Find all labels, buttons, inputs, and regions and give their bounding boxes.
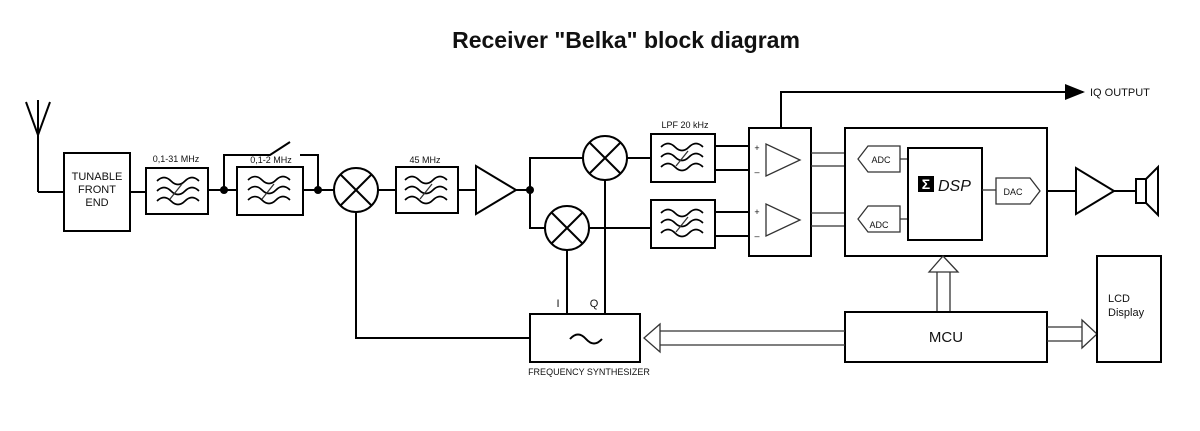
mixer-i [582,135,628,181]
first-mixer [333,167,379,213]
if-filter-label: 45 MHz [409,155,441,165]
mixer-q [544,205,590,251]
frequency-synthesizer-block [529,313,641,363]
if-filter [395,166,459,214]
adc-1: ADC [871,155,891,165]
lcd-display-block: LCD Display [1096,255,1162,363]
bandpass-filter-1 [145,167,209,215]
tunable-front-end-block: TUNABLE FRONT END [63,152,131,232]
i-label: I [556,298,559,310]
svg-text:END: END [85,197,108,209]
mcu-block: MCU [844,311,1048,363]
dsp-subsystem: ADC ADC Σ DSP DAC [844,127,1048,257]
bandpass-filter-2 [236,166,304,216]
svg-text:+: + [754,207,759,217]
q-label: Q [590,298,599,310]
svg-text:FRONT: FRONT [78,184,116,196]
audio-amplifier [1075,166,1116,216]
svg-text:+: + [754,143,759,153]
speaker-icon [1135,164,1159,218]
lpf-q [650,199,716,249]
dsp-sigma-icon: Σ [922,176,930,192]
lpf-i [650,133,716,183]
svg-text:–: – [754,231,759,241]
adc-2: ADC [869,220,889,230]
bypass-switch [223,141,319,190]
diagram-title: Receiver "Belka" block diagram [452,27,800,53]
bpf2-label: 0,1-2 MHz [250,155,292,165]
dac-block: DAC [1003,187,1023,197]
lpf-label: LPF 20 kHz [661,120,709,130]
svg-text:LCD: LCD [1108,293,1130,305]
mcu-label: MCU [929,329,963,346]
antenna-icon [25,100,51,192]
iq-output-label: IQ OUTPUT [1090,87,1150,99]
if-amplifier [475,164,518,216]
svg-text:–: – [754,167,759,177]
dsp-label: DSP [938,178,971,195]
bpf1-label: 0,1-31 MHz [153,154,200,164]
iq-amplifier-block: + – + – [748,127,812,257]
svg-text:Display: Display [1108,307,1145,319]
synth-label: FREQUENCY SYNTHESIZER [528,367,650,377]
svg-text:TUNABLE: TUNABLE [72,171,123,183]
